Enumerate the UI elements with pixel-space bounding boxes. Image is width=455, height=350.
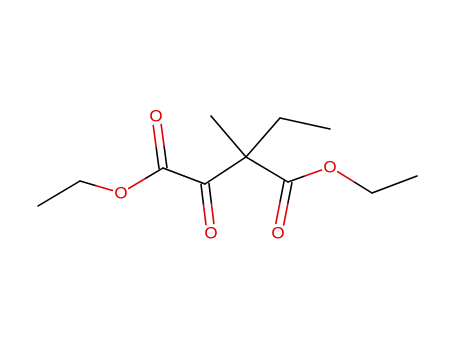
bond-c_eth_left_ch2-o_ester_left-half-a — [79, 180, 97, 187]
bond-c_ethyl_ch2-c_ethyl_ch3-half-a — [279, 117, 306, 125]
bond-c_eth_right_ch2-c_eth_right_ch3-half-a — [371, 183, 396, 194]
bond-c_eth_right_ch2-c_eth_right_ch3-half-b — [393, 175, 418, 186]
bond-c_carbonyl_left-c_keto-half-b — [183, 175, 206, 185]
bond-o_ester_right-c_eth_right_ch2-half-b — [354, 181, 373, 194]
bond-o_ester_right-c_eth_right_ch2-half-a — [336, 170, 356, 184]
bond-c_carbonyl_right-o_ester_right-half-b — [303, 169, 323, 177]
bond-c_carbonyl_left-o_carbonyl_left-line2-half-b — [152, 124, 157, 148]
bond-c_carbonyl_left-o_carbonyl_left-line2-half-a — [155, 146, 160, 170]
bond-c_carbonyl_right-o_carbonyl_right-line2-half-b — [282, 203, 289, 226]
bond-c_keto-o_keto-line2-half-a — [208, 182, 213, 205]
atom-label-o-ester-right: O — [323, 158, 336, 177]
bond-c_eth_left_ch3-c_eth_left_ch2-half-b — [58, 180, 81, 195]
bonds-layer — [37, 115, 418, 226]
bond-c_carbonyl_right-o_carbonyl_right-line1-half-a — [279, 180, 285, 204]
bond-c_eth_left_ch2-o_ester_left-half-b — [95, 184, 114, 192]
bond-c_quaternary-c_ethyl_ch2-half-a — [245, 136, 264, 158]
bond-c_keto-c_quaternary-half-a — [204, 169, 227, 185]
bond-o_ester_left-c_carbonyl_left-half-a — [127, 177, 147, 190]
bond-c_eth_left_ch3-c_eth_left_ch2-half-a — [37, 192, 60, 207]
bond-c_quaternary-c_ethyl_ch2-half-b — [262, 117, 281, 139]
bond-c_carbonyl_left-c_keto-half-a — [162, 167, 185, 177]
atom-label-o-carbonyl-left: O — [149, 107, 162, 126]
bond-c_carbonyl_left-o_carbonyl_left-line1-half-a — [163, 145, 168, 169]
bond-c_keto-o_keto-line1-half-a — [200, 183, 205, 206]
bond-c_quaternary-c_methyl-half-b — [210, 115, 230, 138]
bond-c_carbonyl_right-o_carbonyl_right-line1-half-b — [275, 201, 281, 225]
bond-c_quaternary-c_carbonyl_right-half-b — [266, 168, 289, 183]
atom-label-o-keto: O — [204, 224, 217, 243]
bond-c_keto-c_quaternary-half-b — [224, 156, 247, 172]
bond-c_quaternary-c_carbonyl_right-half-a — [245, 156, 268, 171]
atom-label-o-ester-left: O — [114, 184, 127, 203]
bond-c_keto-o_keto-line2-half-b — [210, 202, 215, 225]
bond-c_quaternary-c_methyl-half-a — [227, 135, 247, 158]
bond-c_carbonyl_right-o_carbonyl_right-line2-half-a — [286, 181, 293, 205]
atom-label-o-carbonyl-right: O — [271, 224, 284, 243]
bond-c_ethyl_ch2-c_ethyl_ch3-half-b — [304, 122, 331, 130]
bond-c_keto-o_keto-line1-half-b — [202, 203, 207, 226]
atom-labels-layer: O O O O O — [114, 107, 336, 243]
bond-c_carbonyl_right-o_ester_right-half-a — [287, 175, 306, 183]
bond-c_carbonyl_left-o_carbonyl_left-line1-half-b — [160, 123, 165, 147]
bond-o_ester_left-c_carbonyl_left-half-b — [145, 167, 164, 179]
